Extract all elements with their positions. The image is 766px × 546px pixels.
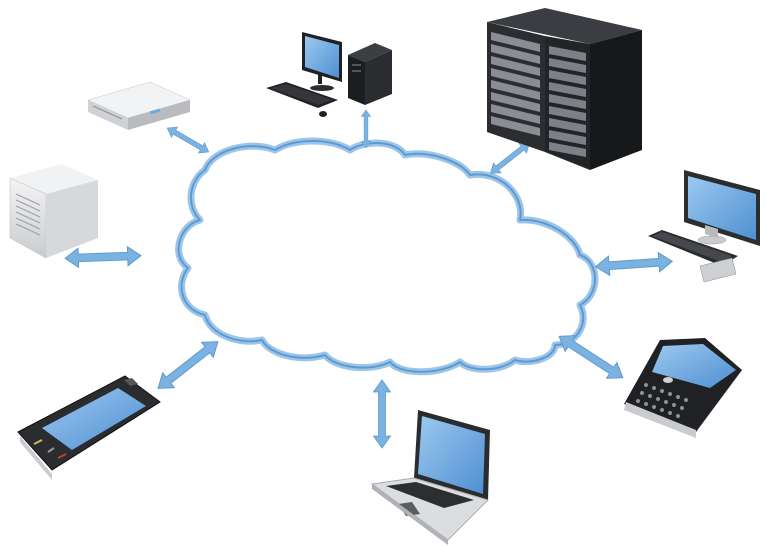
cloud-shape: [175, 137, 599, 376]
tower-server-icon: [9, 164, 98, 259]
monitor-keyboard-icon: [648, 170, 760, 283]
qwerty-phone-icon: [624, 338, 742, 438]
arrow-monitor: [594, 251, 674, 277]
arrow-network-appliance: [163, 122, 213, 158]
arrow-tower-server: [64, 245, 142, 269]
arrow-qwerty-phone: [553, 327, 629, 387]
server-rack-icon: [487, 8, 642, 170]
smartphone-icon: [17, 375, 161, 480]
laptop-icon: [370, 410, 490, 545]
arrow-smartphone: [151, 333, 225, 397]
network-appliance-icon: [87, 81, 191, 130]
arrow-desktop: [360, 109, 372, 149]
arrow-laptop: [373, 379, 391, 449]
desktop-computer-icon: [266, 32, 392, 117]
